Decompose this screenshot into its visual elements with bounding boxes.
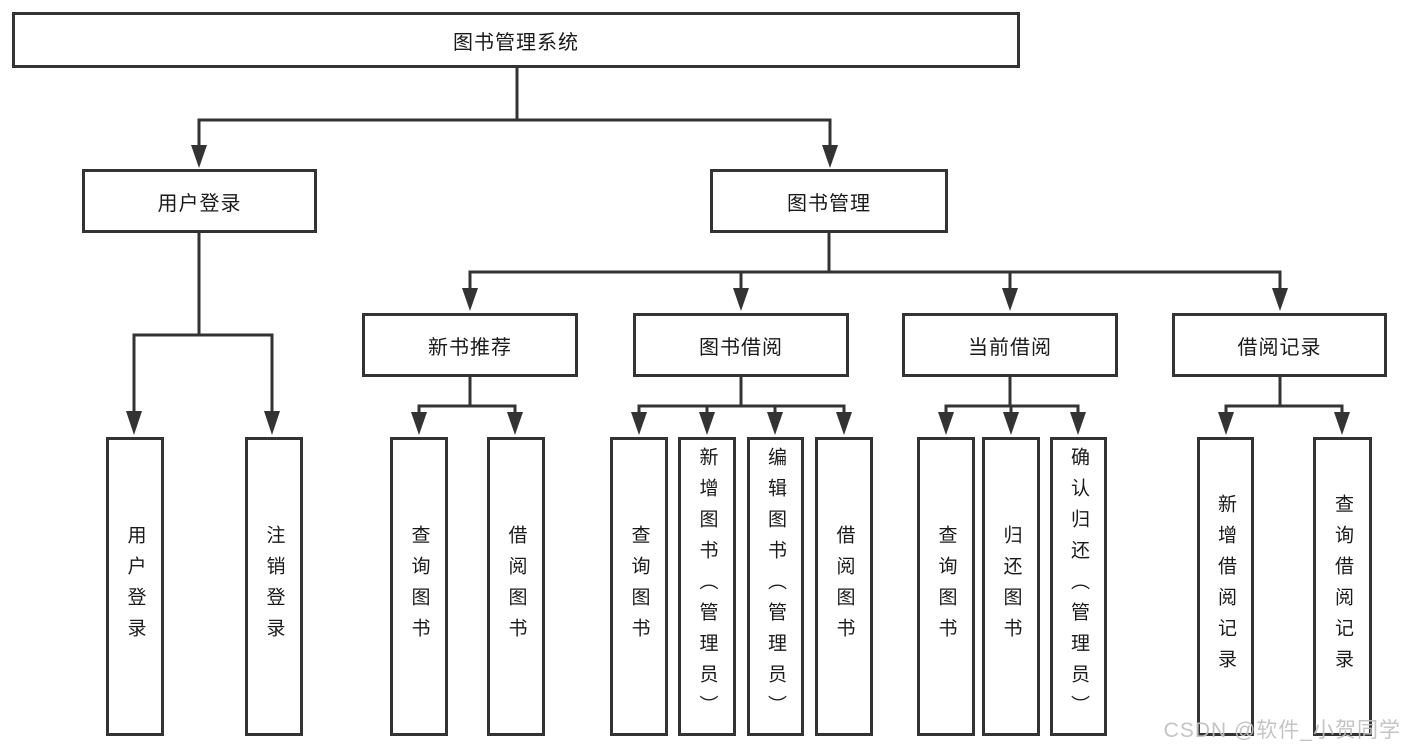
- leaf-cb-confirm-return-admin-label: 确认归还（管理员）: [1068, 447, 1089, 726]
- leaf-cb-return-book-label: 归还图书: [1000, 524, 1022, 649]
- leaf-cb-confirm-return-admin: 确认归还（管理员）: [1050, 437, 1107, 736]
- leaf-nbr-borrow-book-label: 借阅图书: [505, 524, 527, 649]
- leaf-br-query-record-label: 查询借阅记录: [1332, 493, 1353, 680]
- leaf-nbr-query-book-label: 查询图书: [408, 524, 430, 649]
- leaf-bb-query-book: 查询图书: [610, 437, 668, 736]
- node-book-borrowing-label: 图书借阅: [699, 336, 783, 359]
- node-borrow-records: 借阅记录: [1172, 313, 1387, 377]
- node-new-book-recommend: 新书推荐: [362, 313, 578, 377]
- node-new-book-recommend-label: 新书推荐: [428, 336, 512, 359]
- leaf-cb-query-book: 查询图书: [917, 437, 975, 736]
- leaf-cb-query-book-label: 查询图书: [935, 524, 957, 649]
- leaf-br-add-record: 新增借阅记录: [1197, 437, 1254, 736]
- node-user-login-label: 用户登录: [157, 192, 242, 215]
- node-book-management-label: 图书管理: [787, 192, 871, 215]
- node-root-label: 图书管理系统: [453, 31, 579, 54]
- leaf-cb-return-book: 归还图书: [982, 437, 1040, 736]
- leaf-bb-edit-book-admin-label: 编辑图书（管理员）: [765, 447, 786, 726]
- leaf-logout-label: 注销登录: [263, 524, 285, 649]
- leaf-br-add-record-label: 新增借阅记录: [1215, 493, 1236, 680]
- leaf-user-login-label: 用户登录: [124, 524, 146, 649]
- node-user-login: 用户登录: [82, 169, 317, 233]
- leaf-bb-query-book-label: 查询图书: [628, 524, 650, 649]
- leaf-bb-add-book-admin: 新增图书（管理员）: [678, 437, 736, 736]
- leaf-bb-add-book-admin-label: 新增图书（管理员）: [696, 447, 718, 726]
- leaf-nbr-borrow-book: 借阅图书: [487, 437, 545, 736]
- leaf-user-login: 用户登录: [106, 437, 164, 736]
- csdn-watermark: CSDN @软件_小贺同学: [1163, 719, 1401, 742]
- node-book-management: 图书管理: [710, 169, 948, 233]
- leaf-bb-borrow-book: 借阅图书: [815, 437, 873, 736]
- node-current-borrowing-label: 当前借阅: [968, 336, 1052, 359]
- node-book-borrowing: 图书借阅: [633, 313, 849, 377]
- leaf-bb-borrow-book-label: 借阅图书: [833, 524, 855, 649]
- leaf-bb-edit-book-admin: 编辑图书（管理员）: [747, 437, 804, 736]
- node-root: 图书管理系统: [12, 12, 1020, 68]
- leaf-nbr-query-book: 查询图书: [390, 437, 448, 736]
- node-borrow-records-label: 借阅记录: [1237, 336, 1322, 359]
- leaf-br-query-record: 查询借阅记录: [1313, 437, 1372, 736]
- node-current-borrowing: 当前借阅: [902, 313, 1118, 377]
- leaf-logout: 注销登录: [245, 437, 303, 736]
